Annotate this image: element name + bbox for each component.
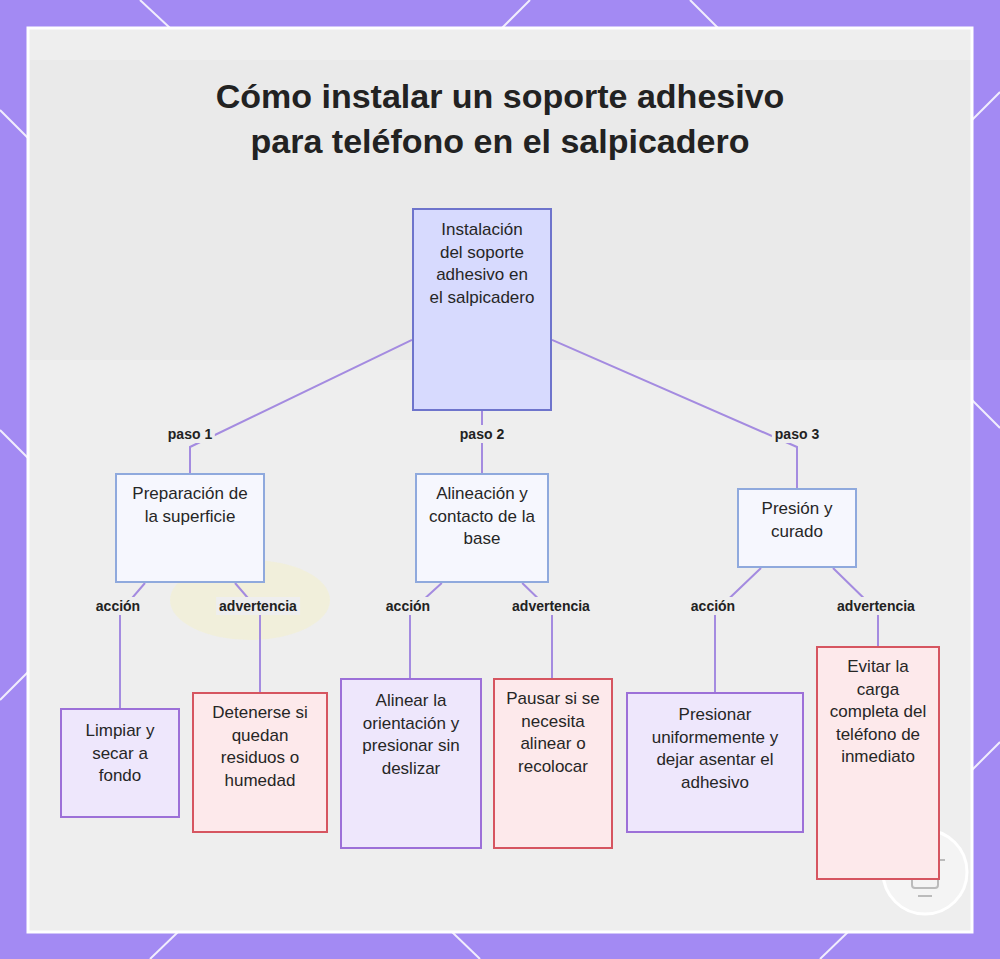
connector-line [552,340,797,488]
node-text: Pausar si se necesita alinear o recoloca… [503,688,603,778]
edge-label: paso 3 [772,425,822,443]
edge-label: paso 1 [165,425,215,443]
edge-label: acción [93,597,143,615]
edge-label: advertencia [509,597,593,615]
node-text-group: Detenerse si quedan residuos o humedad [202,702,318,792]
node-text: Instalación del soporte adhesivo en el s… [428,219,536,309]
node-text-group: Presión y curado [749,498,845,543]
warning-box: Evitar la carga completa del teléfono de… [816,646,940,880]
warning-box: Detenerse si quedan residuos o humedad [192,692,328,833]
edge-label: acción [688,597,738,615]
node-text-group: Alineación y contacto de la base [427,483,537,551]
edge-label: advertencia [834,597,918,615]
action-box: Alinear la orientación y presionar sin d… [340,678,482,849]
node-text-group: Pausar si se necesita alinear o recoloca… [503,688,603,778]
action-box: Limpiar y secar a fondo [60,708,180,818]
edge-label: acción [383,597,433,615]
node-text: Limpiar y secar a fondo [70,720,170,788]
step-box: Alineación y contacto de la base [415,473,549,583]
node-text: Detenerse si quedan residuos o humedad [202,702,318,792]
node-text: Alinear la orientación y presionar sin d… [350,690,472,780]
diagram-title: Cómo instalar un soporte adhesivo para t… [180,74,820,164]
node-text-group: Preparación de la superficie [127,483,253,528]
step-box: Presión y curado [737,488,857,568]
edge-label: advertencia [216,597,300,615]
edge-label: paso 2 [457,425,507,443]
node-text: Preparación de la superficie [127,483,253,528]
node-text: Presionar uniformemente y dejar asentar … [636,704,794,794]
connector-line [715,568,761,692]
inner-panel [28,28,972,932]
node-text-group: Limpiar y secar a fondo [70,720,170,788]
node-text-group: Alinear la orientación y presionar sin d… [350,690,472,780]
connector-line [190,340,412,473]
action-box: Presionar uniformemente y dejar asentar … [626,692,804,833]
step-box: Preparación de la superficie [115,473,265,583]
node-text: Evitar la carga completa del teléfono de… [826,656,930,769]
node-text: Presión y curado [749,498,845,543]
node-text-group: Instalación del soporte adhesivo en el s… [428,219,536,309]
node-text-group: Presionar uniformemente y dejar asentar … [636,704,794,794]
warning-box: Pausar si se necesita alinear o recoloca… [493,678,613,849]
node-text-group: Evitar la carga completa del teléfono de… [826,656,930,769]
root-box: Instalación del soporte adhesivo en el s… [412,208,552,411]
node-text: Alineación y contacto de la base [427,483,537,551]
